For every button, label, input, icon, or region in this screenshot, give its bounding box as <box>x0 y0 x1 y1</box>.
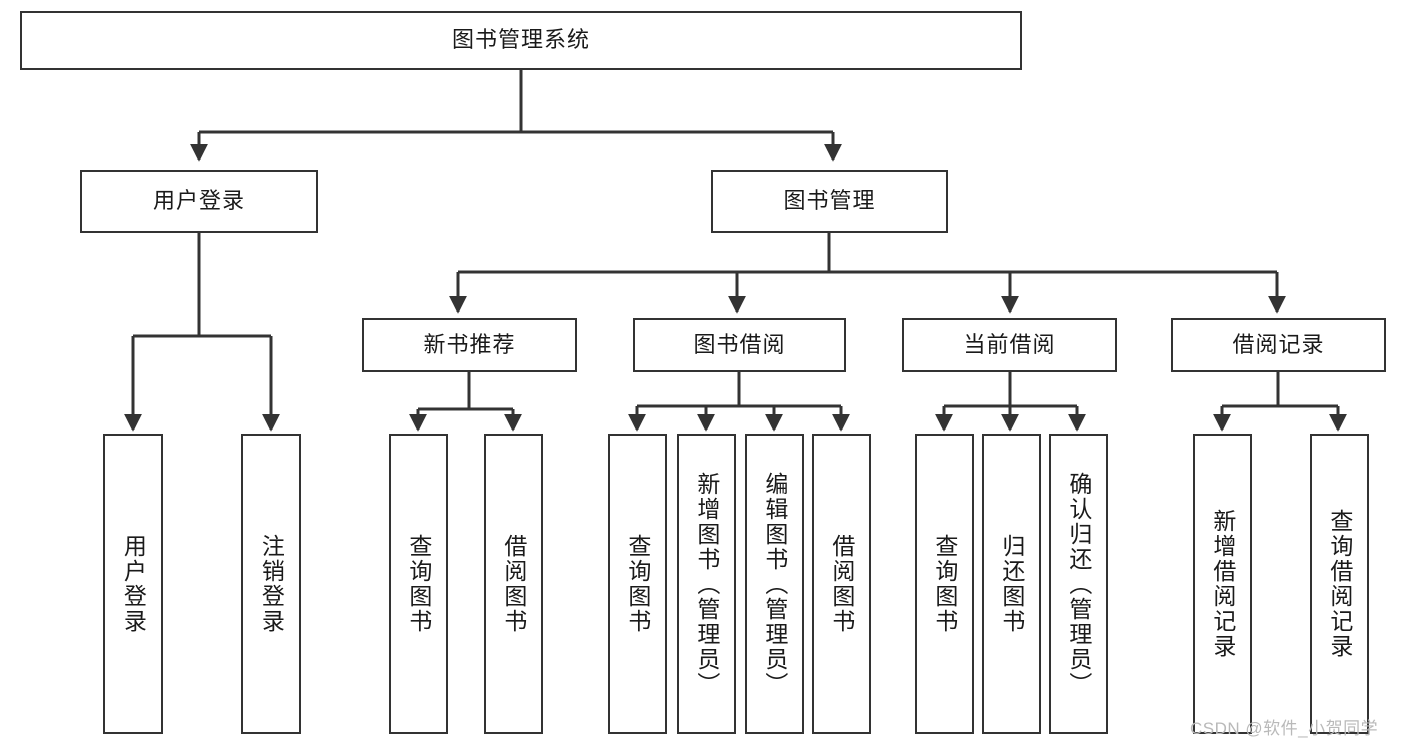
leaf-logout[interactable]: 注销登录 <box>241 434 301 734</box>
leaf-user-login[interactable]: 用户登录 <box>103 434 163 734</box>
leaf-return-book[interactable]: 归还图书 <box>982 434 1041 734</box>
node-label: 新增图书（管理员） <box>693 471 720 697</box>
node-label: 确认归还（管理员） <box>1065 471 1092 697</box>
node-label: 用户登录 <box>120 534 147 634</box>
leaf-add-borrow-record[interactable]: 新增借阅记录 <box>1193 434 1252 734</box>
node-new-book-recommend[interactable]: 新书推荐 <box>362 318 577 372</box>
node-label: 查询借阅记录 <box>1326 509 1353 659</box>
node-label: 查询图书 <box>405 534 432 634</box>
node-root-system[interactable]: 图书管理系统 <box>20 11 1022 70</box>
node-label: 借阅记录 <box>1232 331 1325 357</box>
leaf-edit-book-admin[interactable]: 编辑图书（管理员） <box>745 434 804 734</box>
leaf-query-book-current[interactable]: 查询图书 <box>915 434 974 734</box>
node-label: 用户登录 <box>152 188 245 214</box>
node-label: 查询图书 <box>931 534 958 634</box>
node-current-borrow[interactable]: 当前借阅 <box>902 318 1117 372</box>
node-book-borrow[interactable]: 图书借阅 <box>633 318 846 372</box>
leaf-borrow-book[interactable]: 借阅图书 <box>812 434 871 734</box>
leaf-confirm-return-admin[interactable]: 确认归还（管理员） <box>1049 434 1108 734</box>
leaf-query-book-recommend[interactable]: 查询图书 <box>389 434 448 734</box>
leaf-query-book-borrow[interactable]: 查询图书 <box>608 434 667 734</box>
node-book-management[interactable]: 图书管理 <box>711 170 948 233</box>
node-borrow-records[interactable]: 借阅记录 <box>1171 318 1386 372</box>
node-label: 新增借阅记录 <box>1209 509 1236 659</box>
node-label: 注销登录 <box>258 534 285 634</box>
node-user-login[interactable]: 用户登录 <box>80 170 318 233</box>
node-label: 编辑图书（管理员） <box>761 471 788 697</box>
leaf-borrow-book-recommend[interactable]: 借阅图书 <box>484 434 543 734</box>
node-label: 借阅图书 <box>828 534 855 634</box>
node-label: 查询图书 <box>624 534 651 634</box>
node-label: 当前借阅 <box>963 331 1056 357</box>
node-label: 归还图书 <box>998 534 1025 634</box>
leaf-add-book-admin[interactable]: 新增图书（管理员） <box>677 434 736 734</box>
leaf-query-borrow-record[interactable]: 查询借阅记录 <box>1310 434 1369 734</box>
node-label: 图书管理 <box>783 188 876 214</box>
watermark-text: CSDN @软件_小贺同学 <box>1190 719 1379 738</box>
node-label: 图书管理系统 <box>451 27 590 53</box>
node-label: 新书推荐 <box>423 331 516 357</box>
node-label: 图书借阅 <box>693 331 786 357</box>
node-label: 借阅图书 <box>500 534 527 634</box>
